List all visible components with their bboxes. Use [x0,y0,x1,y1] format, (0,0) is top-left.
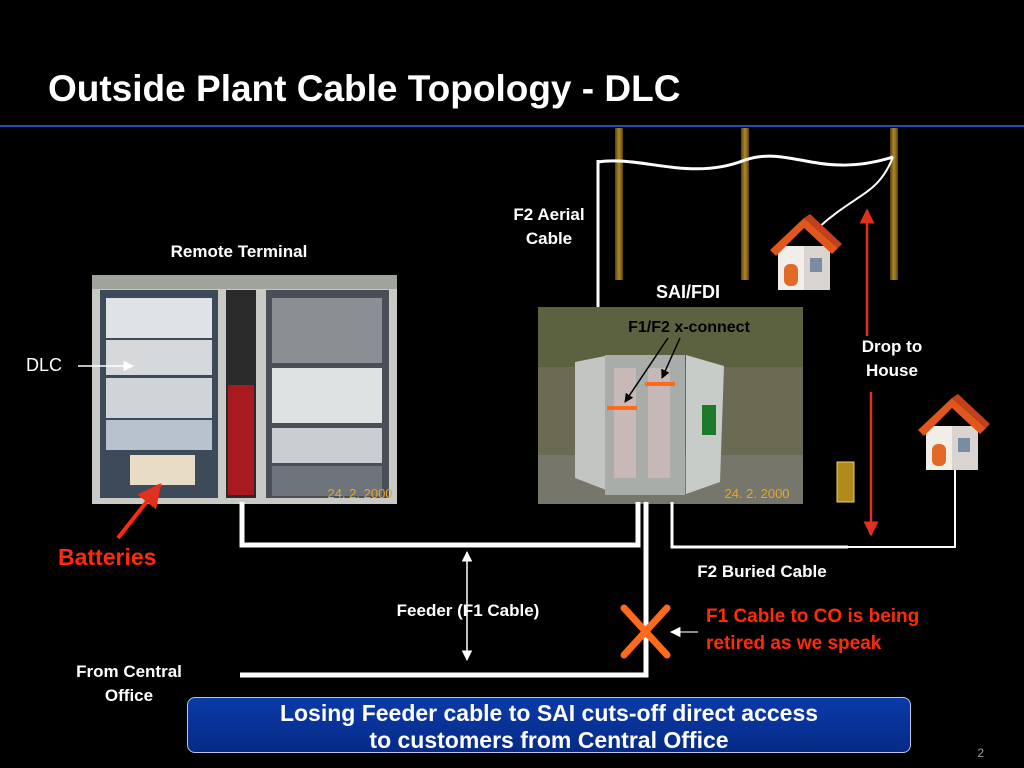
drop-line2: House [866,361,918,380]
sai-fdi-photo [538,307,803,504]
pole-3 [890,128,898,280]
buried-drop-to-house [848,465,956,548]
dlc-label: DLC [26,355,63,375]
f2-aerial-line2: Cable [525,229,573,248]
batteries-label: Batteries [58,544,157,570]
title-divider [0,125,1024,127]
cut-x-mark [620,604,671,659]
f2-aerial-line1: F2 Aerial [513,205,585,224]
f2-buried-cable-label: F2 Buried Cable [697,562,827,581]
aerial-cable [597,154,894,171]
utility-poles [615,128,898,280]
banner-line1: Losing Feeder cable to SAI cuts-off dire… [279,700,819,726]
feeder-f1-cable-rt [239,502,641,548]
pole-2 [741,128,749,280]
house-icon [918,394,990,470]
f1-cable-from-co [240,502,649,678]
pole-1 [615,128,623,280]
f2-buried-cable [670,502,848,549]
xconnect-arrow-1 [624,337,669,403]
feeder-f1-label: Feeder (F1 Cable) [396,601,540,620]
page-number: 2 [977,746,984,760]
f2-aerial-cable-label: F2 Aerial Cable [499,203,599,251]
drop-line1: Drop to [861,337,923,356]
f1-retired-label: F1 Cable to CO is being retired as we sp… [706,603,976,657]
house-icon [770,214,842,290]
buried-pedestal [836,461,855,503]
rt-date-stamp: 24. 2. 2000 [327,486,392,501]
from-co-line1: From Central [76,662,182,681]
sai-date-stamp: 24. 2. 2000 [724,486,789,501]
xconnect-arrow-2 [661,337,681,379]
retired-line2: retired as we speak [706,633,882,654]
drop-wire [817,156,894,229]
slide-title: Outside Plant Cable Topology - DLC [48,68,681,109]
sai-fdi-label: SAI/FDI [655,282,720,302]
from-central-office-label: From Central Office [58,660,200,708]
drop-to-house-label: Drop to House [842,335,942,383]
from-co-line2: Office [104,686,154,705]
banner-line2: to customers from Central Office [369,727,729,753]
retired-line1: F1 Cable to CO is being [706,606,920,627]
batteries-arrow [116,483,162,540]
summary-banner: Losing Feeder cable to SAI cuts-off dire… [187,697,911,753]
f1f2-xconnect-label: F1/F2 x-connect [628,319,750,336]
remote-terminal-label: Remote Terminal [170,242,308,261]
remote-terminal-photo [92,275,397,504]
